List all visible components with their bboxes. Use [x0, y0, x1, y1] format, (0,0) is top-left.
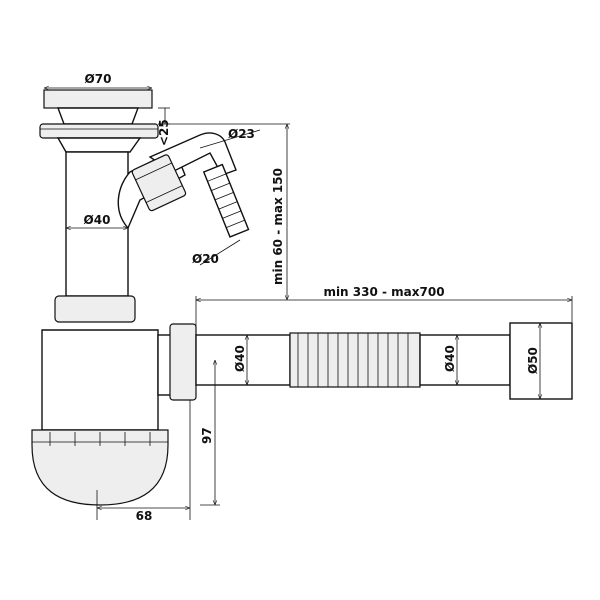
dim-tube-diameter: Ø40: [84, 213, 111, 227]
corrugated-hose-inlet: [202, 163, 250, 238]
side-inlet-branch: [117, 132, 250, 238]
dim-length-range: min 330 - max700: [323, 285, 444, 299]
dim-branch-diameter: Ø23: [228, 127, 255, 141]
dim-outlet-end-diameter: Ø50: [526, 347, 540, 374]
bottle-body: [31, 329, 169, 506]
outlet-pipe: [157, 322, 573, 401]
dim-height-range: min 60 - max 150: [271, 168, 285, 285]
dim-outlet-diameter-2: Ø40: [443, 345, 457, 372]
dim-angle-clearance: <25: [157, 119, 171, 146]
dim-outlet-height: 97: [200, 427, 214, 444]
dim-body-offset: 68: [136, 509, 153, 523]
dim-top-diameter: Ø70: [85, 72, 112, 86]
dim-outlet-diameter-1: Ø40: [233, 345, 247, 372]
dim-hose-diameter: Ø20: [192, 252, 219, 266]
drain-cap: [39, 89, 159, 153]
corrugated-section: [297, 333, 409, 387]
union-nut: [54, 295, 136, 323]
